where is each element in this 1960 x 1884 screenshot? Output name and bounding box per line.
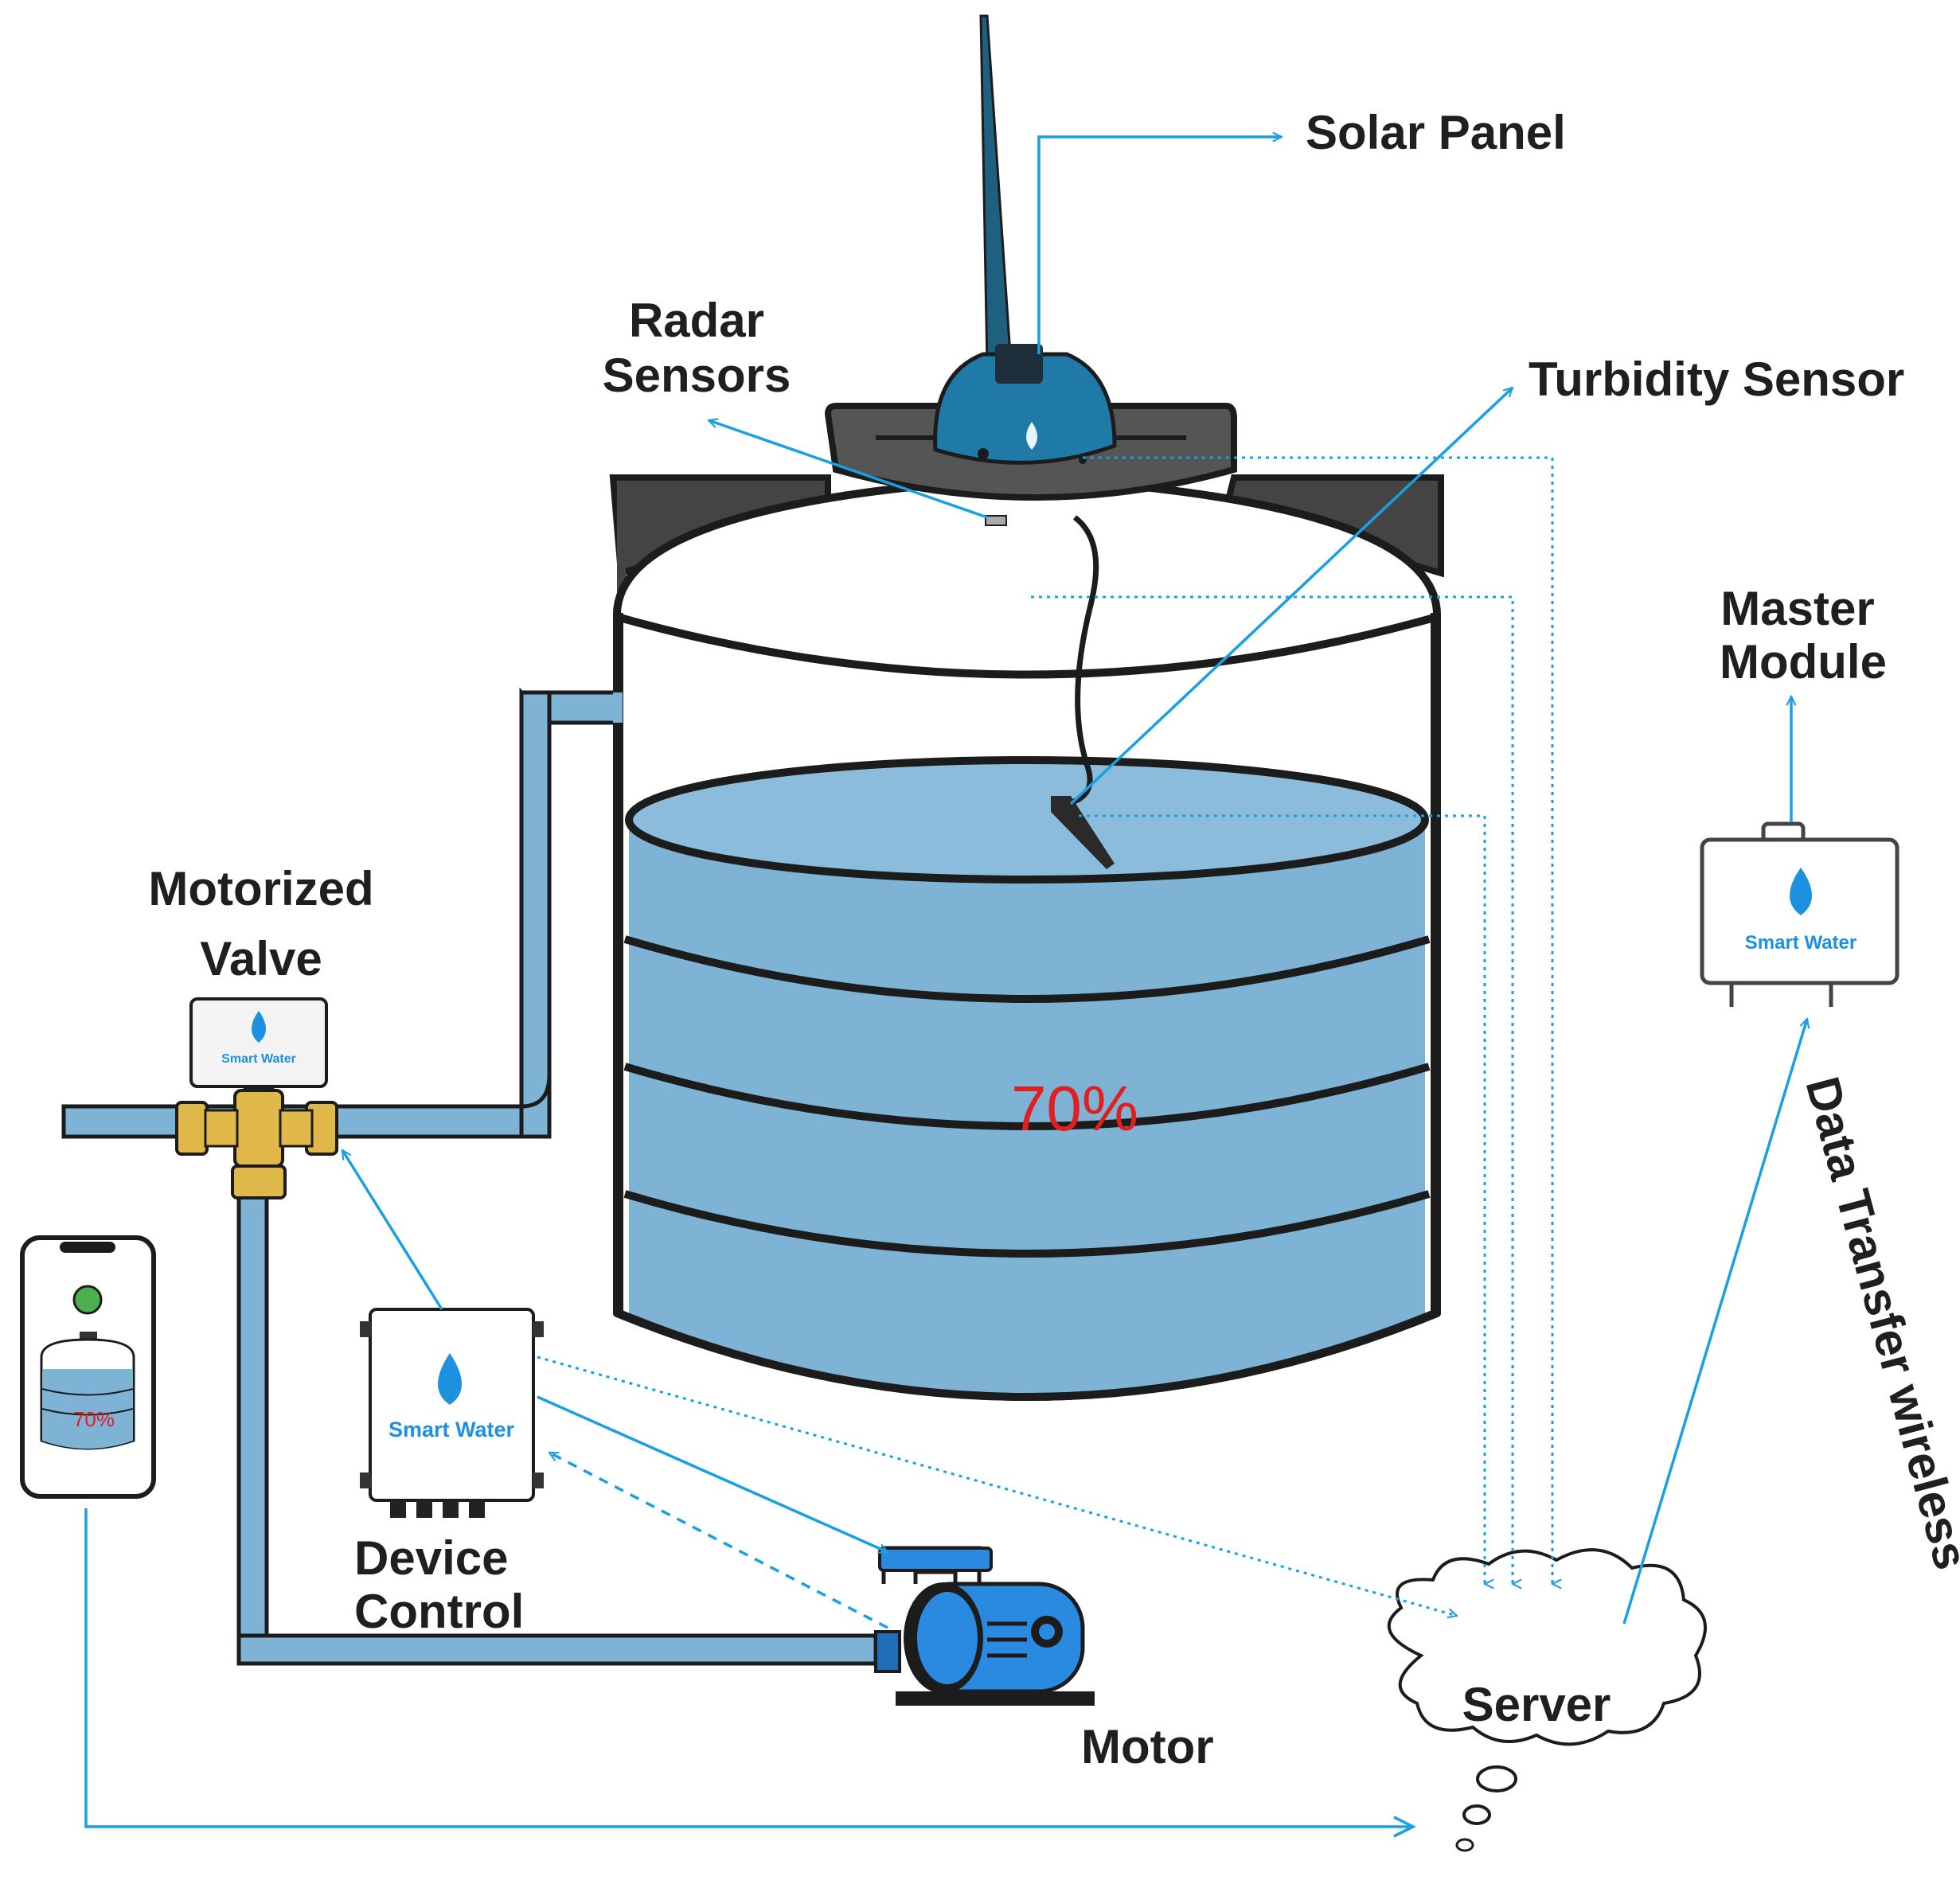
svg-text:Smart Water: Smart Water [1745, 932, 1857, 954]
turbidity-probe [1051, 796, 1115, 869]
label-device-control-1: Device [354, 1531, 508, 1585]
water-drop-icon [1026, 422, 1037, 450]
status-indicator [72, 1285, 103, 1315]
label-device-control-2: Control [354, 1585, 524, 1638]
master-module: Smart Water [1700, 821, 1899, 1007]
phone-level-text: 70% [73, 1407, 115, 1431]
label-master-module-1: Master [1720, 582, 1874, 635]
water-tank: 70% [609, 403, 1444, 1401]
label-master-module-2: Module [1720, 635, 1887, 688]
cloud-icon [1387, 1548, 1707, 1746]
water-drop-icon [1790, 868, 1812, 915]
water-drop-icon [438, 1353, 462, 1405]
svg-text:Smart Water: Smart Water [221, 1052, 296, 1066]
label-motorized-valve-2: Valve [200, 932, 322, 985]
label-turbidity-sensor: Turbidity Sensor [1529, 353, 1904, 406]
water-pump-motor [874, 1546, 1095, 1706]
label-solar-panel: Solar Panel [1306, 106, 1566, 159]
label-radar-sensors-1: Radar [629, 294, 764, 347]
label-data-transfer-wireless: Data Transfer wireless [1795, 1071, 1960, 1575]
antenna-icon [979, 14, 1013, 368]
label-radar-sensors-2: Sensors [603, 349, 791, 402]
device-control-box: Smart Water [360, 1308, 544, 1518]
smartphone: 70% [20, 1235, 156, 1499]
server-cloud [1387, 1548, 1707, 1852]
svg-text:Smart Water: Smart Water [388, 1418, 515, 1441]
label-motorized-valve-1: Motorized [148, 862, 373, 915]
water-pipes [61, 687, 878, 1666]
turbidity-cable [1066, 515, 1099, 807]
connectors [84, 137, 1807, 1827]
solar-sensor-device [933, 14, 1117, 526]
motorized-valve: Smart Water [175, 997, 338, 1199]
label-server: Server [1462, 1678, 1611, 1731]
water-drop-icon [252, 1011, 266, 1043]
tank-level-text: 70% [1011, 1073, 1138, 1144]
label-motor: Motor [1081, 1720, 1214, 1773]
